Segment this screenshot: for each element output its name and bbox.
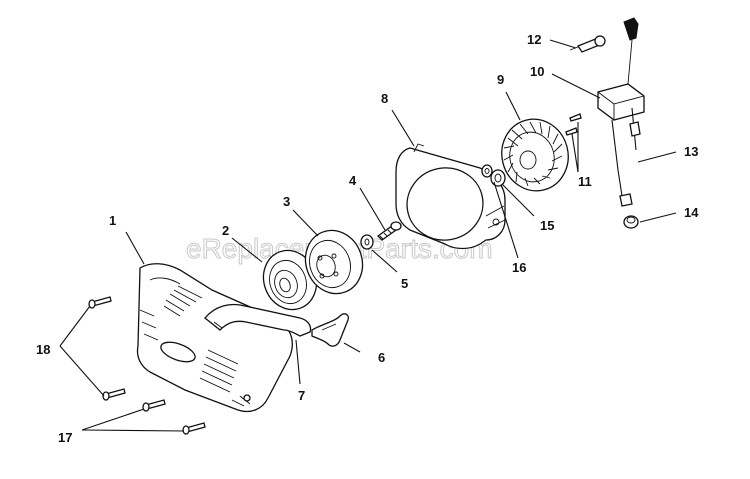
starter-grip-part-6[interactable] <box>311 313 350 347</box>
ignition-module-part-10[interactable] <box>597 17 645 121</box>
screw-part-4[interactable] <box>376 221 402 241</box>
housing-screws-part-17[interactable] <box>142 399 206 435</box>
fan-housing-part-8[interactable] <box>395 143 506 250</box>
leader-lines <box>59 39 677 432</box>
callout-12: 12 <box>527 32 541 47</box>
callout-10: 10 <box>530 64 544 79</box>
flywheel-part-9[interactable] <box>494 112 576 199</box>
callout-11: 11 <box>578 174 592 189</box>
rewind-spring-part-2[interactable] <box>255 243 324 317</box>
callout-14: 14 <box>684 205 699 220</box>
rope-pulley-part-3[interactable] <box>297 222 372 301</box>
handle-bracket-part-7[interactable] <box>204 303 312 337</box>
callout-9: 9 <box>497 72 504 87</box>
callout-5: 5 <box>401 276 408 291</box>
housing-louvres-lower <box>199 349 239 393</box>
callout-1: 1 <box>109 213 116 228</box>
callout-2: 2 <box>222 223 229 238</box>
grommet-part-14[interactable] <box>623 215 639 229</box>
callout-7: 7 <box>298 388 305 403</box>
callout-15: 15 <box>540 218 554 233</box>
callout-18: 18 <box>36 342 50 357</box>
washer-part-16[interactable] <box>481 164 493 178</box>
callout-13: 13 <box>684 144 698 159</box>
callout-3: 3 <box>283 194 290 209</box>
ignition-lead-part-13[interactable] <box>611 107 641 207</box>
callout-16: 16 <box>512 260 526 275</box>
callout-6: 6 <box>378 350 385 365</box>
callout-4: 4 <box>349 173 357 188</box>
washer-part-5[interactable] <box>360 234 374 250</box>
callout-labels: 1 2 3 4 5 6 7 8 9 10 11 12 13 14 15 16 1… <box>36 32 699 445</box>
callout-8: 8 <box>381 91 388 106</box>
spark-plug-part-12[interactable] <box>569 35 606 53</box>
ignition-screws-part-11[interactable] <box>565 113 582 136</box>
housing-screws-part-18[interactable] <box>88 296 126 401</box>
flywheel-fins <box>503 121 563 187</box>
callout-17: 17 <box>58 430 72 445</box>
housing-louvres-upper <box>163 285 203 317</box>
starter-housing-part-1[interactable] <box>136 263 293 413</box>
nut-part-15[interactable] <box>490 169 506 187</box>
